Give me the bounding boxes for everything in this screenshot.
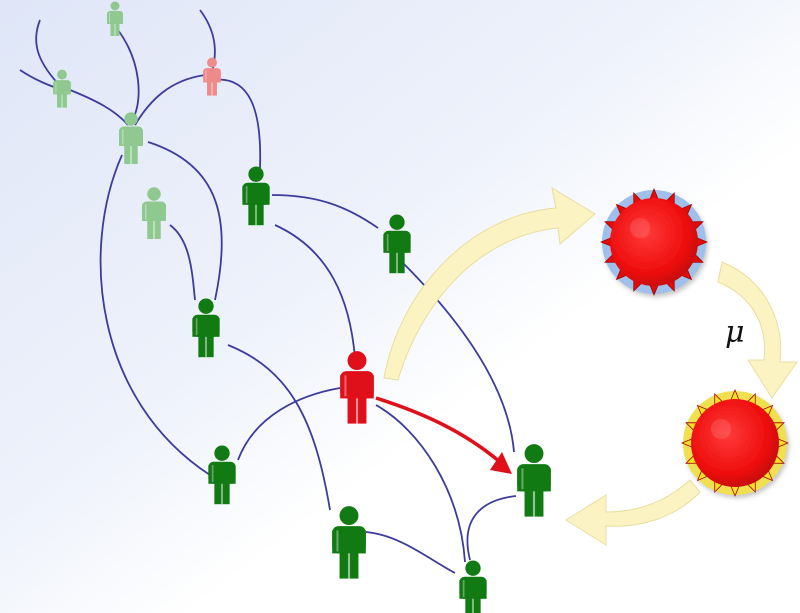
person-icon (53, 69, 71, 108)
person-icon (208, 445, 236, 505)
cycle-arrow-mutation (717, 261, 798, 399)
person-icon (142, 187, 166, 239)
contact-link (375, 404, 466, 563)
person-icon (340, 351, 374, 424)
person-icon (242, 166, 270, 226)
contact-link (237, 387, 341, 461)
contact-link (134, 74, 206, 126)
person-icon (517, 444, 551, 517)
people-layer (53, 1, 551, 613)
transmission-arrow (375, 396, 502, 464)
contact-link (99, 154, 211, 476)
contact-link (147, 141, 223, 301)
contact-link (169, 224, 196, 301)
virus-icon (599, 187, 709, 297)
virus-layer (599, 187, 790, 498)
contact-link (271, 194, 379, 229)
person-icon (192, 298, 220, 358)
person-icon (383, 214, 411, 274)
virus-icon (680, 388, 790, 498)
person-icon (107, 1, 123, 36)
mutation-rate-label: μ (725, 315, 745, 350)
contact-links (19, 9, 517, 574)
contact-link (227, 344, 331, 511)
contact-link (274, 224, 356, 359)
mutation-cycle (383, 186, 798, 546)
contact-link (466, 495, 517, 561)
cycle-arrow-to-original (383, 186, 596, 381)
contact-link (401, 261, 515, 453)
person-icon (332, 506, 366, 579)
cycle-arrow-return (565, 479, 701, 546)
contact-link (211, 78, 262, 169)
person-icon (459, 560, 487, 613)
contact-link (365, 531, 456, 574)
person-icon (119, 112, 143, 164)
transmission-arrowhead (490, 452, 512, 474)
person-icon (203, 57, 221, 96)
contact-link (69, 89, 129, 126)
